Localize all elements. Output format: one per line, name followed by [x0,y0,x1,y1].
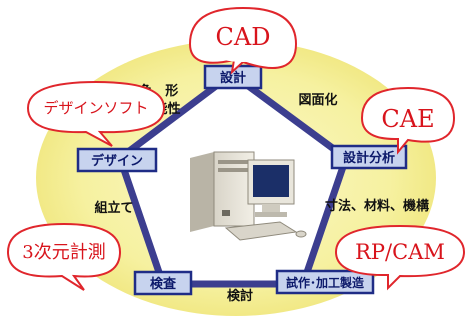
node-design-label: 設計 [220,70,246,86]
bubble-rpcam-label: RP/CAM [355,240,445,264]
bubble-cae: CAE [360,86,456,155]
bubble-design-soft-label: デザインソフト [43,99,148,117]
bubble-design-soft: デザインソフト [26,80,166,147]
edge-label-inspection-styling: 組立て [94,200,133,216]
bubble-rpcam: RP/CAM [334,224,466,291]
bubble-cae-label: CAE [381,105,434,133]
node-prototype: 試作･加工製造 [275,269,375,295]
edge-label-analysis-prototype: 寸法、材料、機構 [325,198,429,214]
desktop-computer-icon [190,151,307,241]
node-inspection: 検査 [133,270,193,296]
node-analysis-label: 設計分析 [343,150,395,166]
node-styling-label: デザイン [91,153,143,169]
node-inspection-label: 検査 [150,276,177,292]
edge-label-design-analysis: 図面化 [298,92,337,108]
node-styling: デザイン [76,147,158,173]
edge-label-prototype-inspection: 検討 [227,288,253,304]
bubble-cad-label: CAD [216,23,271,51]
bubble-cad: CAD [188,6,298,75]
bubble-measure-label: 3次元計測 [22,242,105,263]
bubble-measure: 3次元計測 [6,222,122,291]
node-analysis: 設計分析 [330,144,408,170]
node-prototype-label: 試作･加工製造 [286,275,365,290]
